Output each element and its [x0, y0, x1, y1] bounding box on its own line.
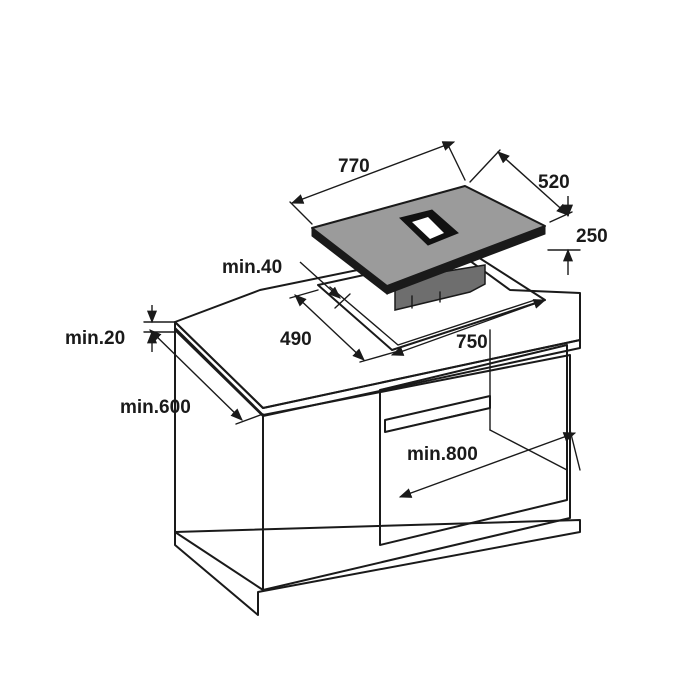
ext-line — [289, 289, 319, 299]
dim-490 — [294, 294, 365, 361]
ext-line — [289, 201, 313, 225]
ext-line — [359, 351, 396, 363]
dim-520 — [497, 151, 569, 216]
label-cutout-width: 750 — [456, 332, 488, 353]
ext-line — [569, 429, 581, 471]
ext-line — [235, 413, 264, 425]
hob — [311, 185, 546, 311]
vent-slot — [412, 217, 444, 239]
inner-shelf — [384, 395, 491, 433]
cabinet — [174, 327, 581, 616]
plinth — [174, 519, 581, 616]
label-hob-depth: 520 — [538, 172, 570, 193]
ext-line — [447, 144, 466, 181]
cabinet-front — [262, 354, 571, 591]
label-cutout-depth: 490 — [280, 329, 312, 350]
dim-770 — [290, 141, 456, 204]
label-hob-height: 250 — [576, 226, 608, 247]
shelf-edge — [384, 411, 471, 433]
dim-min600 — [149, 329, 243, 421]
label-worktop-thickness: min.20 — [65, 328, 125, 349]
label-cabinet-width: min.800 — [407, 444, 478, 465]
ext-line — [469, 149, 501, 183]
dim-750 — [390, 299, 547, 356]
label-hob-width: 770 — [338, 156, 370, 177]
label-min-front-gap: min.40 — [222, 257, 282, 278]
label-worktop-depth: min.600 — [120, 397, 191, 418]
dimension-lines — [143, 141, 581, 498]
dimension-labels: 770 520 250 min.40 490 750 min.20 min.60… — [65, 156, 608, 465]
dim-min800 — [398, 432, 577, 498]
dim-min40 — [299, 261, 341, 299]
